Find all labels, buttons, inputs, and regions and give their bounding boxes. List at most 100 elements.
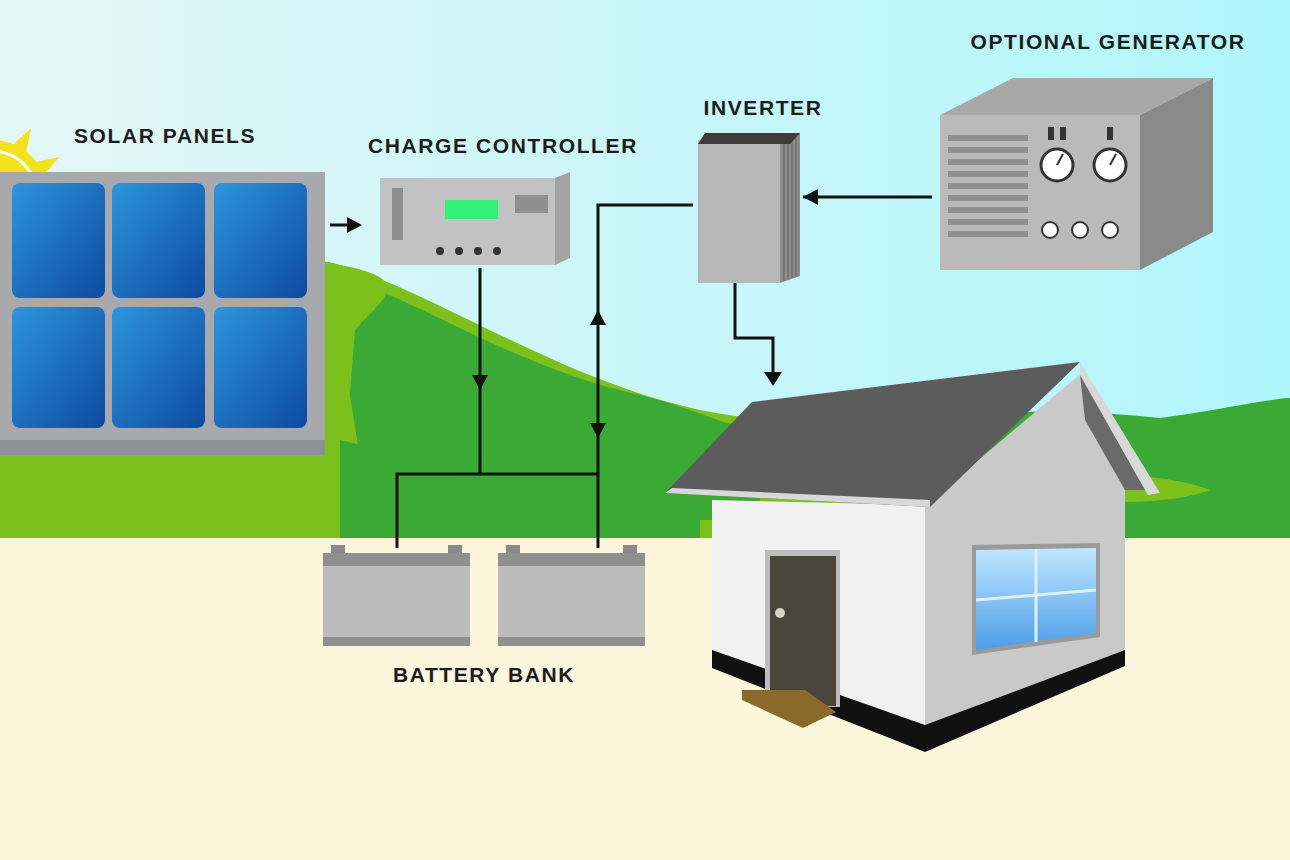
inverter-fins (784, 138, 796, 282)
component-label: CHARGE CONTROLLER (358, 134, 648, 158)
wire (803, 196, 932, 199)
controller-front (380, 178, 555, 265)
battery-base (498, 637, 645, 646)
dial (1102, 222, 1118, 238)
controller-panel (515, 195, 548, 213)
fin (787, 141, 789, 280)
vent-slat (948, 183, 1028, 189)
wire-connector (330, 217, 362, 233)
controller-side (380, 172, 570, 265)
arrow-head (764, 372, 782, 386)
solar-cell (112, 183, 205, 298)
gauge-needle (1110, 154, 1116, 165)
inverter-side (698, 133, 800, 283)
arrow-head (472, 375, 488, 390)
solar-cell (214, 307, 307, 428)
generator-vents (948, 135, 1028, 237)
vent-slat (948, 171, 1028, 177)
door-frame (765, 550, 840, 707)
generator-switch (1107, 127, 1113, 140)
vent-slat (948, 231, 1028, 237)
wire (598, 205, 693, 548)
house-front (712, 500, 925, 738)
controller-button (436, 247, 444, 255)
arrow-head (803, 189, 818, 205)
terminal (506, 545, 520, 553)
roof-edge (665, 488, 930, 507)
component-label: BATTERY BANK (318, 663, 650, 687)
optional-generator: OPTIONAL GENERATOR (932, 26, 1284, 272)
panel-frame (0, 440, 325, 455)
gauge (1094, 149, 1126, 181)
controller-button (455, 247, 463, 255)
arrow-head (590, 423, 606, 438)
batteries (323, 545, 645, 646)
window-frame (972, 543, 1100, 655)
door-knob (775, 608, 785, 618)
vent-slat (948, 159, 1028, 165)
vent-slat (948, 207, 1028, 213)
house-roof (665, 362, 1080, 507)
inverter-front (698, 140, 780, 283)
battery-lid (498, 553, 645, 566)
wire-connector (397, 268, 488, 548)
component-label: INVERTER (693, 96, 833, 120)
vent-slat (948, 219, 1028, 225)
solar-cells (12, 183, 307, 428)
inverter: INVERTER (693, 92, 833, 285)
solar-cell (214, 183, 307, 298)
terminal (448, 545, 462, 553)
solar-cell (12, 183, 105, 298)
terminal (331, 545, 345, 553)
battery-bank: BATTERY BANK (318, 540, 650, 696)
vent-slat (948, 147, 1028, 153)
battery-lid (323, 553, 470, 566)
battery (323, 545, 470, 646)
hill (340, 440, 700, 540)
arrow-head (347, 217, 362, 233)
controller-button (474, 247, 482, 255)
battery-base (323, 637, 470, 646)
ground (0, 538, 1290, 860)
door (770, 556, 836, 706)
solar-cell (12, 307, 105, 428)
component-label: SOLAR PANELS (0, 124, 330, 148)
charge-controller: CHARGE CONTROLLER (358, 130, 648, 268)
window-bar (976, 590, 1096, 600)
vent-slat (948, 195, 1028, 201)
window (976, 548, 1096, 650)
controller-screen (445, 200, 498, 219)
roof-edge (1080, 362, 1160, 495)
controller-button (493, 247, 501, 255)
arrow-head (590, 310, 606, 325)
battery-body (498, 553, 645, 645)
solar-cell (112, 307, 205, 428)
vent-slat (948, 135, 1028, 141)
fin (795, 138, 797, 277)
controller-slot (392, 188, 403, 240)
generator-front (940, 115, 1140, 270)
house-gable (1080, 375, 1145, 490)
fin (791, 139, 793, 278)
house-feed-wire (735, 283, 773, 372)
gauge-needle (1057, 154, 1063, 165)
solar-panels: SOLAR PANELS (0, 118, 330, 455)
generator-switch (1060, 127, 1066, 140)
terminal (623, 545, 637, 553)
gauge (1041, 149, 1073, 181)
wire-connector (803, 189, 932, 205)
bus-wire (480, 473, 598, 476)
house-base (925, 650, 1125, 752)
dial (1072, 222, 1088, 238)
wire (397, 268, 480, 548)
battery-body (323, 553, 470, 645)
doorstep (742, 690, 836, 728)
wire-connector (590, 205, 693, 548)
component-label: OPTIONAL GENERATOR (932, 30, 1284, 54)
generator-switch (1048, 127, 1054, 140)
inverter-grille (698, 133, 800, 144)
generator-side (1140, 78, 1213, 270)
fin (783, 142, 785, 281)
dial (1042, 222, 1058, 238)
